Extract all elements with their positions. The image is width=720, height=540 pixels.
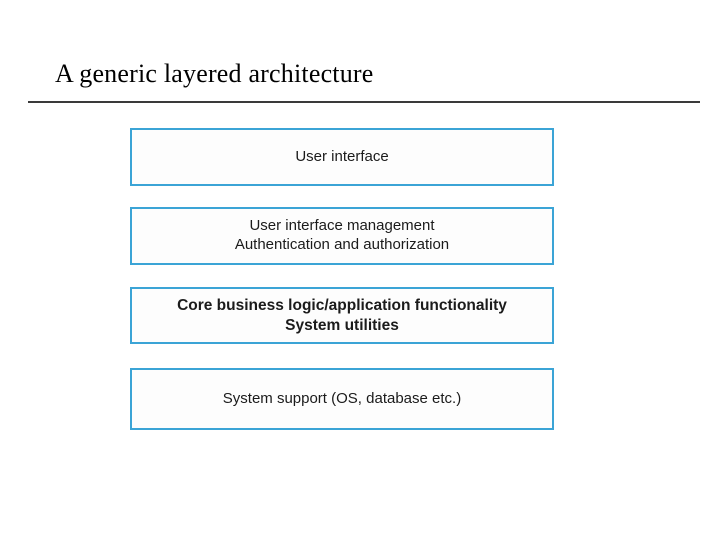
- title-divider: [28, 101, 700, 103]
- layer-label: System support (OS, database etc.): [213, 390, 471, 409]
- layer-line: User interface: [295, 147, 389, 165]
- layer-label: Core business logic/application function…: [167, 296, 517, 335]
- layer-label: User interface: [285, 148, 398, 167]
- layer-box-ui-management[interactable]: User interface management Authentication…: [130, 207, 558, 271]
- layer-line: Core business logic/application function…: [177, 297, 507, 315]
- layer-box-system-support[interactable]: System support (OS, database etc.): [130, 368, 558, 436]
- layer-line: System utilities: [285, 316, 399, 334]
- layer-line: User interface management: [249, 217, 435, 235]
- layer-line: System support (OS, database etc.): [222, 389, 462, 407]
- layer-box-core-business-logic[interactable]: Core business logic/application function…: [130, 287, 558, 350]
- page-title: A generic layered architecture: [55, 59, 374, 88]
- layer-box-user-interface[interactable]: User interface: [130, 128, 558, 192]
- layer-label: User interface management Authentication…: [225, 217, 459, 255]
- layer-line: Authentication and authorization: [234, 236, 450, 253]
